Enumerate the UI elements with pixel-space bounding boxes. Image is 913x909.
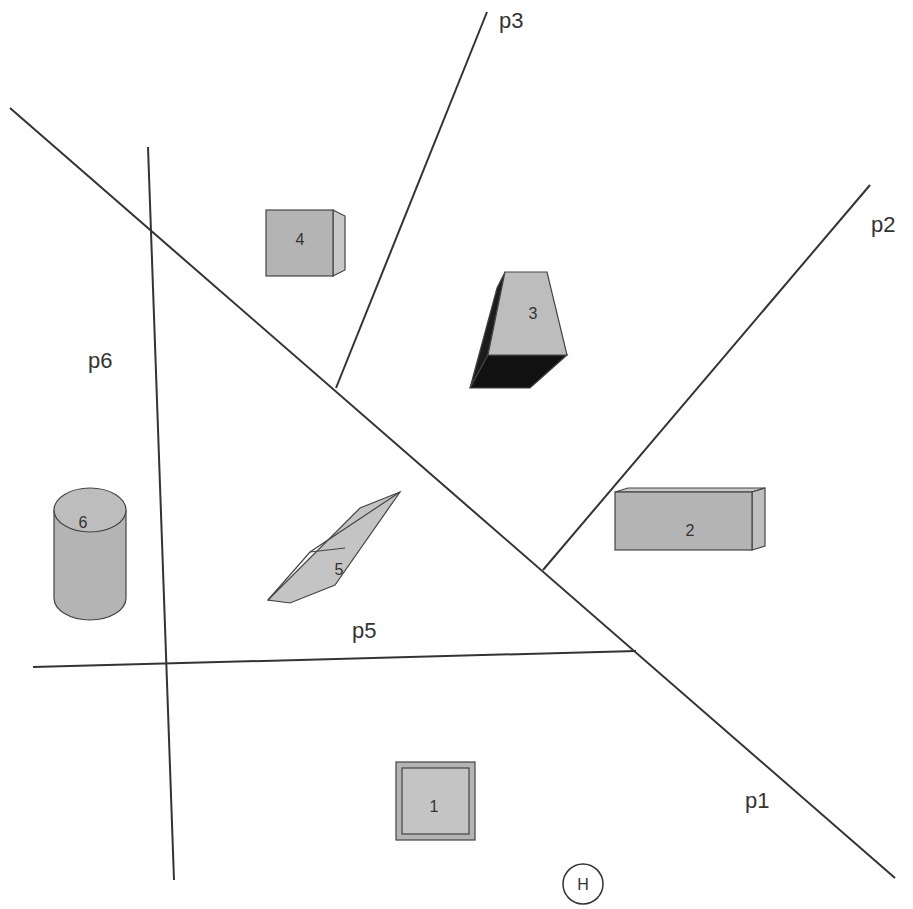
node-text: 6: [79, 515, 88, 531]
node-text: 5: [335, 562, 344, 578]
plane-label: p5: [350, 620, 378, 642]
node-text: 4: [296, 232, 305, 248]
object-number: 6: [76, 513, 91, 533]
object-number: 1: [427, 797, 442, 817]
object-number: 2: [683, 521, 698, 541]
plane-label: p3: [497, 10, 525, 32]
object-number: 4: [293, 230, 308, 250]
plane-label: p1: [743, 790, 771, 812]
object-number: 5: [332, 560, 347, 580]
partition-lines: [10, 12, 895, 880]
plane-label: p6: [86, 350, 114, 372]
viewpoint-marker: H: [574, 875, 592, 895]
plane-label: p2: [869, 214, 897, 236]
node-text: 3: [529, 306, 538, 322]
node-text: H: [577, 877, 589, 893]
objects: [54, 210, 765, 904]
node-text: 1: [430, 799, 439, 815]
object-number: 3: [526, 304, 541, 324]
node-text: 2: [686, 523, 695, 539]
